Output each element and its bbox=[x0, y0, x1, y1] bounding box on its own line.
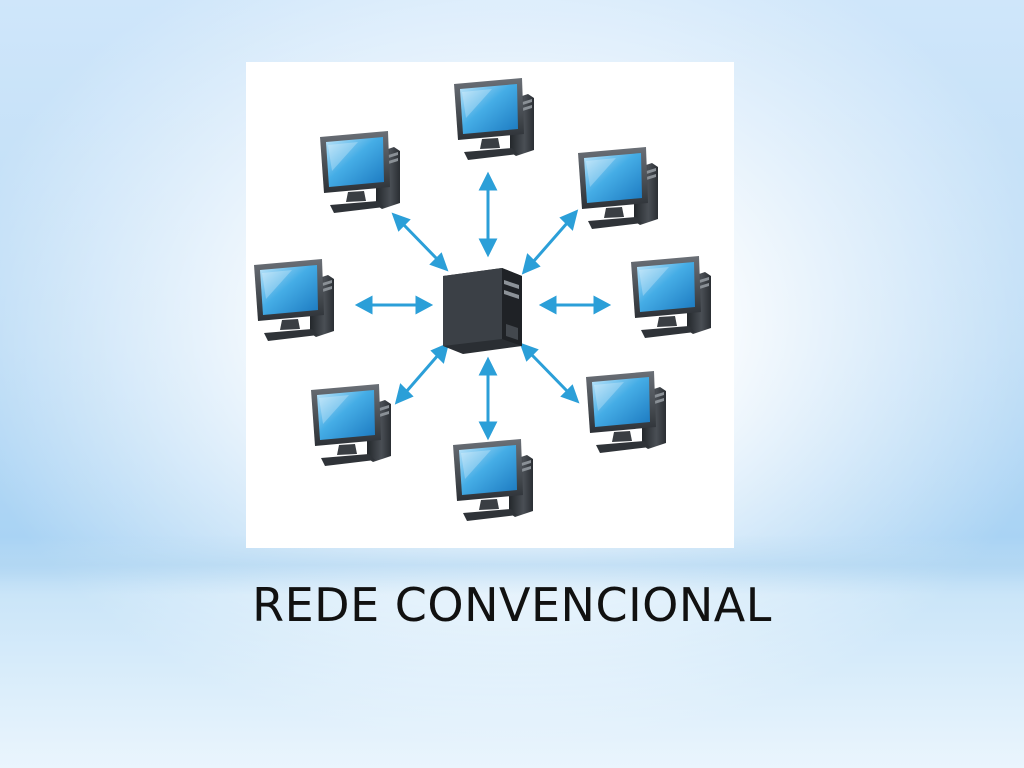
network-diagram bbox=[246, 62, 734, 548]
double-arrow-icon bbox=[391, 212, 449, 272]
computer-icon bbox=[586, 371, 666, 453]
computer-icon bbox=[578, 147, 658, 229]
server-tower-icon bbox=[443, 268, 522, 354]
slide-title: REDE CONVENCIONAL bbox=[252, 578, 772, 632]
double-arrow-icon bbox=[478, 171, 498, 258]
double-arrow-icon bbox=[354, 295, 434, 315]
double-arrow-icon bbox=[478, 356, 498, 441]
computer-icon bbox=[454, 78, 534, 160]
computer-icon bbox=[254, 259, 334, 341]
double-arrow-icon bbox=[538, 295, 612, 315]
computer-icon bbox=[453, 439, 533, 521]
double-arrow-icon bbox=[521, 209, 579, 275]
computer-icon bbox=[631, 256, 711, 338]
computer-icon bbox=[311, 384, 391, 466]
double-arrow-icon bbox=[394, 342, 450, 405]
double-arrow-icon bbox=[519, 342, 580, 404]
connections bbox=[354, 171, 612, 441]
computer-icon bbox=[320, 131, 400, 213]
network-diagram-svg bbox=[254, 78, 711, 521]
